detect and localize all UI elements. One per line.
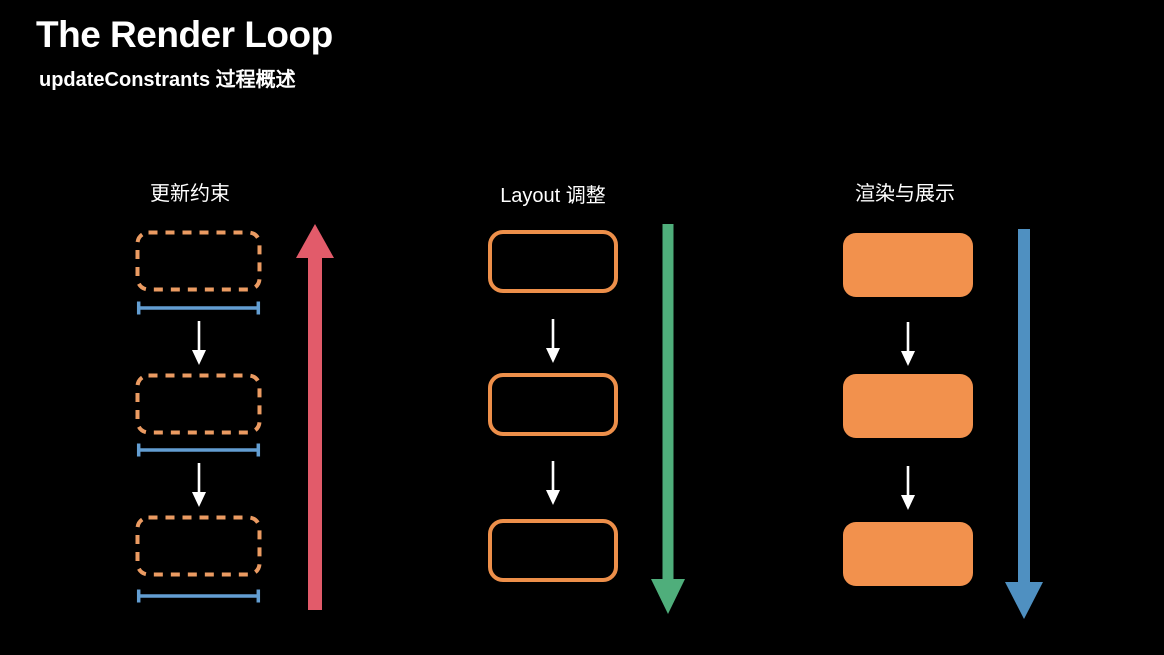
render-box-filled-2 [843, 374, 973, 438]
constraint-box-dashed-1 [135, 230, 262, 292]
down-arrow-icon [546, 319, 560, 363]
page-title: The Render Loop [36, 14, 333, 55]
constraint-box-dashed-3 [135, 515, 262, 577]
layout-box-outlined-3 [488, 519, 618, 582]
down-flow-arrow-icon-blue [1005, 229, 1043, 619]
layout-box-outlined-1 [488, 230, 618, 293]
down-arrow-icon [546, 461, 560, 505]
down-arrow-icon [901, 466, 915, 510]
down-arrow-icon [192, 321, 206, 365]
width-measurement-icon-3 [136, 589, 261, 603]
width-measurement-icon-2 [136, 443, 261, 457]
render-box-filled-3 [843, 522, 973, 586]
down-flow-arrow-icon-green [651, 224, 685, 614]
down-arrow-icon [192, 463, 206, 507]
up-flow-arrow-icon [296, 224, 334, 610]
down-arrow-icon [901, 322, 915, 366]
render-box-filled-1 [843, 233, 973, 297]
constraint-box-dashed-2 [135, 373, 262, 435]
column-header-layout-adjust: Layout 调整 [500, 185, 606, 207]
layout-box-outlined-2 [488, 373, 618, 436]
column-header-render-display: 渲染与展示 [855, 183, 955, 205]
width-measurement-icon-1 [136, 301, 261, 315]
column-header-update-constraints: 更新约束 [150, 183, 230, 205]
page-subtitle: updateConstrants 过程概述 [39, 69, 296, 91]
